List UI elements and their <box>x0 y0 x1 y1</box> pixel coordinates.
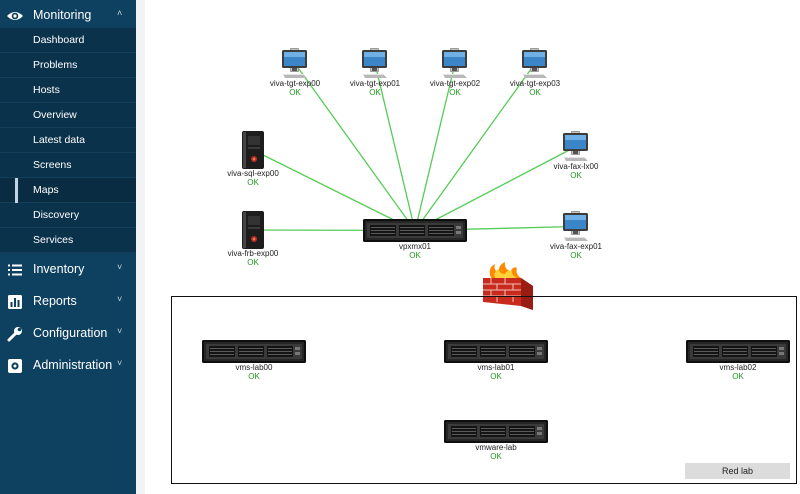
map-link <box>414 63 536 231</box>
host-name: viva-tgt-exp03 <box>509 79 561 88</box>
host-name: viva-tgt-exp01 <box>349 79 401 88</box>
sidebar-section-administration[interactable]: Administration ˅ <box>0 350 136 382</box>
tower-server-icon <box>242 211 264 249</box>
host-status: OK <box>409 251 421 260</box>
host-name: vms-lab01 <box>477 363 515 372</box>
sidebar-section-inventory[interactable]: Inventory ˅ <box>0 254 136 286</box>
menu-item-maps[interactable]: Maps <box>0 178 136 203</box>
monitoring-submenu: Dashboard Problems Hosts Overview Latest… <box>0 28 136 253</box>
sidebar-section-configuration[interactable]: Configuration ˅ <box>0 318 136 350</box>
section-label: Reports <box>33 294 77 308</box>
map-link <box>414 145 577 232</box>
desktop-computer-icon <box>442 48 467 78</box>
chevron-down-icon: ˅ <box>117 326 123 336</box>
host-status: OK <box>570 171 582 180</box>
host-status: OK <box>449 88 461 97</box>
host-name: vms-lab00 <box>235 363 273 372</box>
host-status: OK <box>529 88 541 97</box>
sidebar: Monitoring ˄ Dashboard Problems Hosts Ov… <box>0 0 145 494</box>
desktop-computer-icon <box>563 211 588 241</box>
host-name: viva-sql-exp00 <box>227 169 279 178</box>
map-link <box>374 63 416 231</box>
host-status: OK <box>732 372 744 381</box>
host-status: OK <box>369 88 381 97</box>
host-status: OK <box>248 372 260 381</box>
host-status: OK <box>247 258 259 267</box>
host-status: OK <box>490 452 502 461</box>
chevron-up-icon: ˄ <box>117 8 123 18</box>
sidebar-section-monitoring[interactable]: Monitoring ˄ <box>0 0 136 32</box>
wrench-icon <box>7 327 22 342</box>
desktop-computer-icon <box>362 48 387 78</box>
menu-item-latest-data[interactable]: Latest data <box>0 128 136 153</box>
menu-item-overview[interactable]: Overview <box>0 103 136 128</box>
host-name: vmware-lab <box>475 443 517 452</box>
menu-item-screens[interactable]: Screens <box>0 153 136 178</box>
map-link <box>414 63 456 231</box>
sidebar-divider <box>136 0 145 494</box>
host-status: OK <box>490 372 502 381</box>
section-label: Administration <box>33 358 113 372</box>
list-icon <box>8 264 22 276</box>
bar-chart-icon <box>8 295 22 309</box>
host-status: OK <box>289 88 301 97</box>
desktop-computer-icon <box>522 48 547 78</box>
desktop-computer-icon <box>563 131 588 161</box>
map-link <box>252 149 416 232</box>
section-label: Configuration <box>33 326 108 340</box>
red-lab-container <box>171 296 797 484</box>
host-name: viva-tgt-exp02 <box>429 79 481 88</box>
host-name: vms-lab02 <box>719 363 757 372</box>
desktop-computer-icon <box>282 48 307 78</box>
menu-item-discovery[interactable]: Discovery <box>0 203 136 228</box>
tower-server-icon <box>242 131 264 169</box>
chevron-down-icon: ˅ <box>117 358 123 368</box>
section-label: Inventory <box>33 262 85 276</box>
host-status: OK <box>247 178 259 187</box>
gear-icon <box>8 359 22 373</box>
host-name: viva-tgt-exp00 <box>269 79 321 88</box>
menu-item-dashboard[interactable]: Dashboard <box>0 28 136 53</box>
host-status: OK <box>570 251 582 260</box>
section-label: Monitoring <box>33 8 92 22</box>
host-name: vpxmx01 <box>398 242 431 251</box>
menu-item-hosts[interactable]: Hosts <box>0 78 136 103</box>
sidebar-section-reports[interactable]: Reports ˅ <box>0 286 136 318</box>
red-lab-label: Red lab <box>685 463 790 479</box>
menu-item-problems[interactable]: Problems <box>0 53 136 78</box>
menu-item-services[interactable]: Services <box>0 228 136 253</box>
host-name: viva-frb-exp00 <box>227 249 279 258</box>
rack-server-icon <box>363 219 467 242</box>
host-name: viva-fax-lx00 <box>553 162 599 171</box>
map-link <box>294 63 416 231</box>
chevron-down-icon: ˅ <box>117 262 123 272</box>
eye-icon <box>7 12 23 20</box>
host-name: viva-fax-exp01 <box>549 242 603 251</box>
chevron-down-icon: ˅ <box>117 294 123 304</box>
